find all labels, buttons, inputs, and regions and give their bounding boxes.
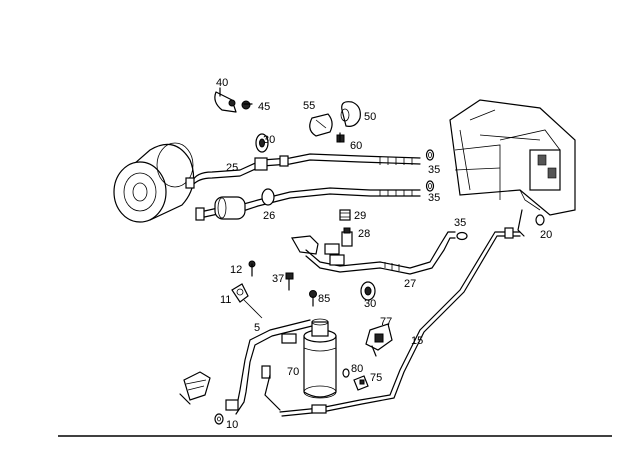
o-ring-35-upper [425,149,435,161]
label-20: 20 [540,229,552,241]
bolt-45 [241,100,253,110]
label-40: 40 [216,77,228,89]
label-37: 37 [272,273,284,285]
bolt-12 [248,260,256,277]
label-35-mid: 35 [454,217,466,229]
switch-75 [353,375,369,391]
label-85: 85 [318,293,330,305]
bolt-60 [336,132,345,143]
valve-28 [341,227,353,247]
label-75: 75 [370,372,382,384]
grommet-30-upper [255,133,269,153]
label-26: 26 [263,210,275,222]
label-27: 27 [404,278,416,290]
label-12: 12 [230,264,242,276]
o-ring-35-mid [456,231,468,241]
compressor [113,142,195,223]
label-77: 77 [380,316,392,328]
label-35-upper: 35 [428,164,440,176]
label-35-lower: 35 [428,192,440,204]
label-50: 50 [364,111,376,123]
hose-27 [291,231,456,275]
label-25: 25 [226,162,238,174]
hose-26 [195,187,421,221]
evaporator-housing [449,99,576,216]
clamp-11 [231,283,249,303]
o-ring-80 [342,368,350,378]
receiver-drier-70 [303,318,337,399]
label-28: 28 [358,228,370,240]
screw-85 [309,290,317,307]
line-5 [225,319,313,415]
o-ring-20 [535,214,545,226]
o-ring-35-lower [425,180,435,192]
line-15 [279,209,525,417]
label-5: 5 [254,322,260,334]
label-80: 80 [351,363,363,375]
label-29: 29 [354,210,366,222]
label-30-upper: 30 [263,134,275,146]
leader-11 [243,299,263,319]
rubber-mount-50 [340,101,361,127]
label-11: 11 [220,294,231,306]
clamp-40 [214,87,237,113]
label-10: 10 [226,419,238,431]
bracket-55 [309,113,333,137]
fitting-bottom-left [179,371,211,405]
valve-29 [339,209,351,221]
label-45: 45 [258,101,270,113]
washer-10 [214,413,224,425]
label-30-lower: 30 [364,298,376,310]
label-55: 55 [303,100,315,112]
bolt-37 [285,272,294,291]
pressure-switch-77 [365,323,393,357]
grommet-30-lower [360,281,376,301]
label-60: 60 [350,140,362,152]
label-70: 70 [287,366,299,378]
hose-25 [185,153,421,189]
label-15: 15 [411,335,423,347]
